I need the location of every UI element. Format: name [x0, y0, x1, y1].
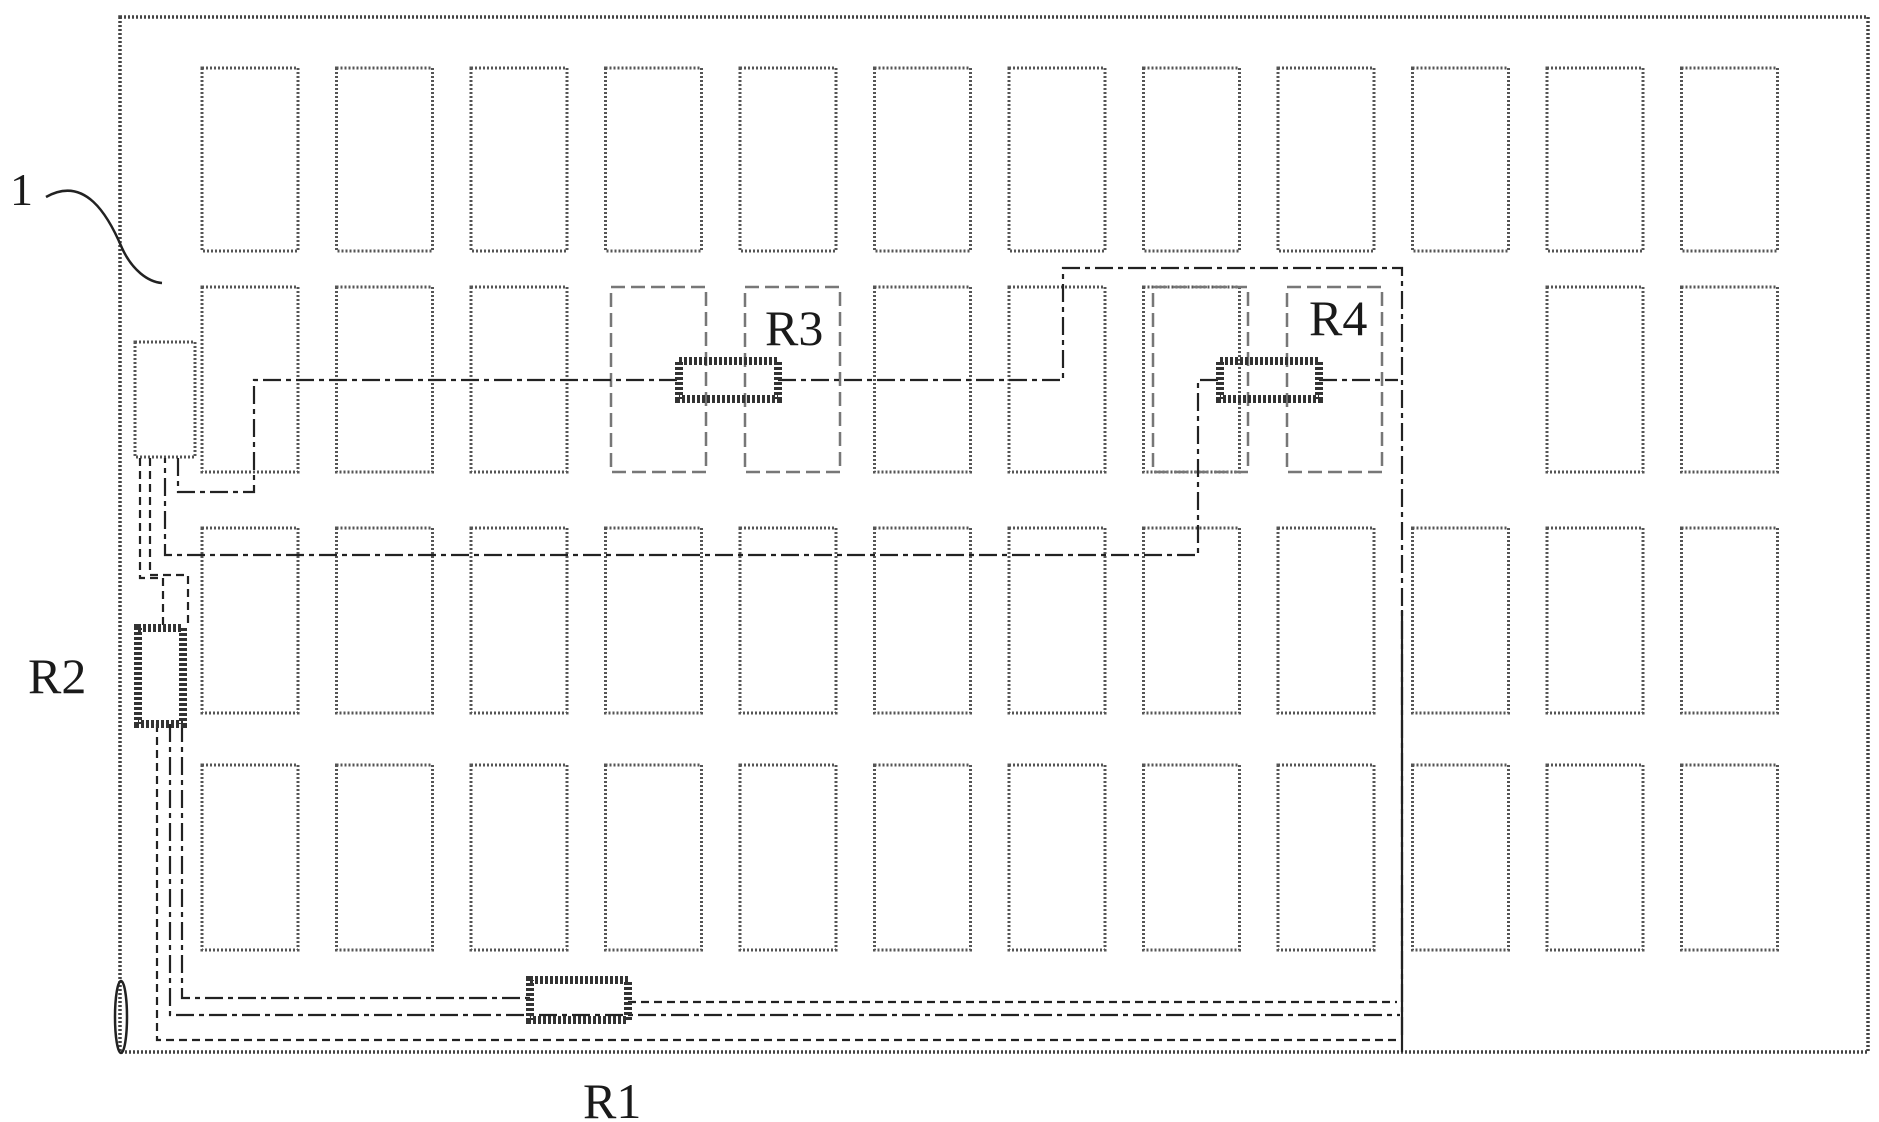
cell-r1-c11: [1547, 68, 1643, 251]
cell-grid: [202, 68, 1778, 950]
resistor-r2: [138, 628, 183, 724]
cell-r3-c9: [1278, 528, 1374, 713]
cell-r3-c10: [1413, 528, 1509, 713]
cell-r2-c11: [1547, 287, 1643, 472]
wire-connector-to-r2-b: [140, 458, 163, 628]
cell-r1-c9: [1278, 68, 1374, 251]
cell-r3-c11: [1547, 528, 1643, 713]
cell-r4-c2: [337, 765, 433, 950]
label-r4: R4: [1309, 290, 1367, 346]
label-r1: R1: [583, 1073, 641, 1122]
cell-r1-c6: [875, 68, 971, 251]
cell-r2-c1: [202, 287, 298, 472]
resistor-r4: [1220, 361, 1319, 399]
wire-connector-to-r3: [178, 380, 679, 492]
cell-r1-c10: [1413, 68, 1509, 251]
r3-region-cell-left: [611, 287, 706, 472]
cell-r1-c7: [1009, 68, 1105, 251]
cell-r3-c1: [202, 528, 298, 713]
wiring: [140, 268, 1402, 1052]
connector-block: [135, 342, 195, 457]
cell-r2-c8: [1144, 287, 1240, 472]
cell-r4-c5: [740, 765, 836, 950]
cell-r4-c1: [202, 765, 298, 950]
cell-r1-c3: [471, 68, 567, 251]
label-r3: R3: [765, 300, 823, 356]
label-r2: R2: [28, 648, 86, 704]
cell-r1-c1: [202, 68, 298, 251]
wire-bottom-return-b: [157, 724, 1398, 1040]
wire-r3-to-riser: [778, 268, 1402, 1040]
cell-r1-c8: [1144, 68, 1240, 251]
cell-r1-c5: [740, 68, 836, 251]
reference-numeral: 1: [10, 164, 33, 215]
resistor-r3: [679, 361, 778, 399]
cell-r2-c12: [1682, 287, 1778, 472]
cell-r4-c8: [1144, 765, 1240, 950]
board-outline: [120, 17, 1868, 1052]
cell-r4-c3: [471, 765, 567, 950]
cell-r1-c4: [606, 68, 702, 251]
cell-r4-c7: [1009, 765, 1105, 950]
wire-connector-to-r2-a: [150, 458, 188, 628]
cell-r4-c6: [875, 765, 971, 950]
cell-r4-c10: [1413, 765, 1509, 950]
cell-r4-c11: [1547, 765, 1643, 950]
cell-r1-c12: [1682, 68, 1778, 251]
cell-r3-c12: [1682, 528, 1778, 713]
cell-r1-c2: [337, 68, 433, 251]
cell-r4-c4: [606, 765, 702, 950]
wire-bottom-return-a: [170, 724, 1400, 1015]
cell-r4-c12: [1682, 765, 1778, 950]
cell-r4-c9: [1278, 765, 1374, 950]
reference-leader-line: [46, 191, 162, 283]
